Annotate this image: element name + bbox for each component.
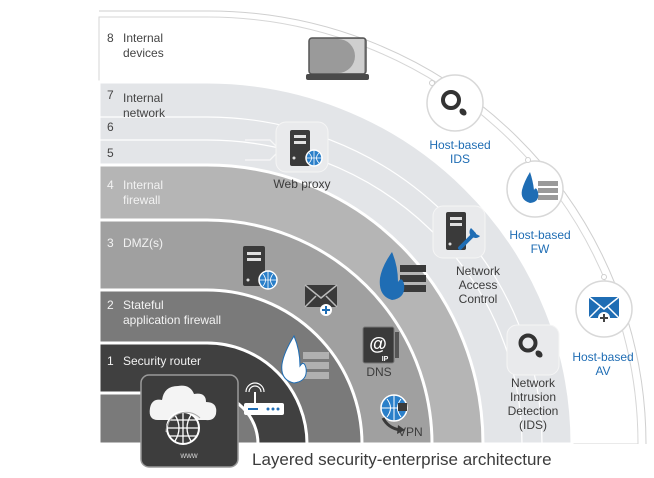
laptop-icon <box>306 37 369 80</box>
www-cloud-tile <box>140 374 239 468</box>
nids-caption: Network Intrusion Detection (IDS) <box>507 376 559 432</box>
dns-at-icon: @ IP <box>362 326 399 364</box>
layer-1-number: 1 <box>107 354 114 368</box>
nac-caption: Network Access Control <box>455 264 500 306</box>
layer-7-number: 7 <box>107 88 114 102</box>
layer-4-label: 4 Internal firewall <box>107 178 163 208</box>
server-globe-icon <box>290 130 323 167</box>
www-caption: www <box>180 451 198 460</box>
layer-1-label: 1 Security router <box>107 354 201 369</box>
vpn-caption: VPN <box>398 425 423 439</box>
host-fw-caption: Host-based FW <box>509 228 571 256</box>
layer-6-number: 6 <box>107 120 114 134</box>
svg-text:@: @ <box>369 334 387 354</box>
vpn-globe-icon <box>380 394 408 434</box>
diagram-title: Layered security-enterprise architecture <box>252 450 552 469</box>
layer-2-text: Stateful application firewall <box>123 298 222 327</box>
layer-2-number: 2 <box>107 298 114 312</box>
layer-3-text: DMZ(s) <box>123 236 163 250</box>
server-wrench-icon <box>446 212 480 250</box>
layer-4-text: Internal firewall <box>123 178 164 207</box>
layer-1-text: Security router <box>123 354 202 368</box>
layer-7-label: 7 Internal network <box>107 88 165 121</box>
host-ids-caption: Host-based IDS <box>429 138 491 166</box>
magnifier-icon <box>441 90 467 116</box>
layer-8-number: 8 <box>107 31 114 45</box>
layer-3-label: 3 DMZ(s) <box>107 236 163 251</box>
magnifier-icon <box>518 333 543 358</box>
layer-2-label: 2 Stateful application firewall <box>107 298 221 328</box>
host-av-badge <box>575 274 633 338</box>
internal-firewall-icon <box>379 252 426 300</box>
outer-ring-line <box>99 10 647 445</box>
firewall-flame-icon <box>521 172 558 203</box>
cloud-globe-icon <box>149 385 217 445</box>
layer-5-number: 5 <box>107 146 114 160</box>
layer-4-number: 4 <box>107 178 114 192</box>
mail-plus-icon <box>588 296 620 324</box>
layer-8-text: Internal devices <box>123 31 164 60</box>
dns-ip-badge: IP <box>382 356 389 363</box>
host-ids-badge <box>426 74 484 132</box>
web-proxy-caption: Web proxy <box>273 177 331 191</box>
layer-7-text: Internal network <box>123 91 166 120</box>
host-av-caption: Host-based AV <box>572 350 634 378</box>
layer-3-number: 3 <box>107 236 114 250</box>
layer-6-label: 6 <box>107 120 123 135</box>
layer-5-label: 5 <box>107 146 123 161</box>
dmz-server-globe-icon <box>243 246 278 290</box>
layer-8-label: 8 Internal devices <box>107 31 164 61</box>
host-fw-badge <box>506 157 564 218</box>
router-icon <box>244 382 284 415</box>
stateful-firewall-icon <box>281 334 329 384</box>
dns-caption: DNS <box>366 365 392 379</box>
mail-plus-icon <box>304 284 338 316</box>
